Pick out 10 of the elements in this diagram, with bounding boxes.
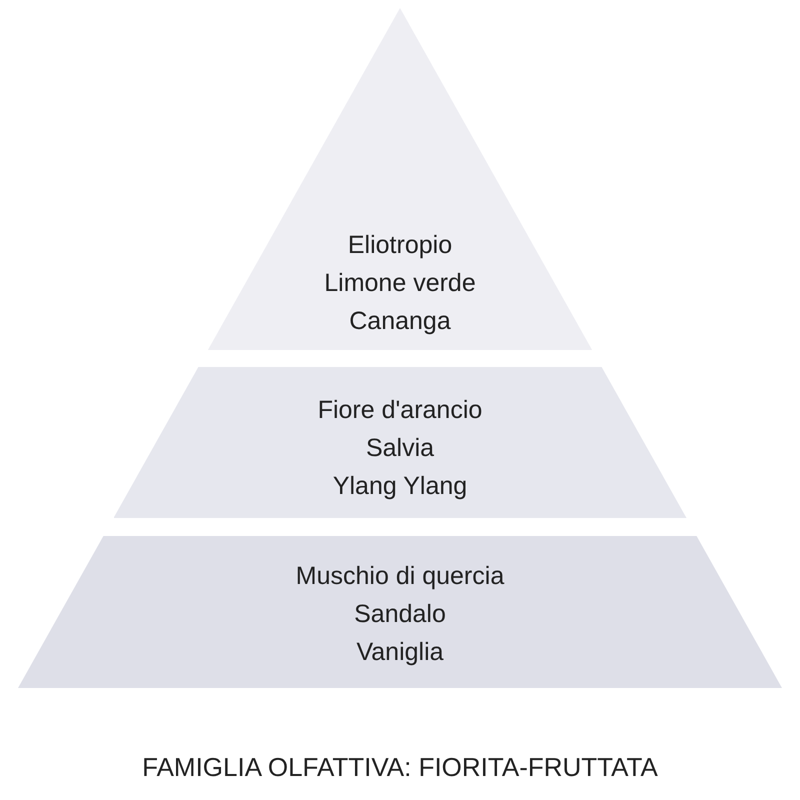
note-label: Fiore d'arancio: [318, 395, 482, 426]
caption: FAMIGLIA OLFATTIVA: FIORITA-FRUTTATA: [142, 752, 658, 783]
note-label: Salvia: [366, 433, 434, 464]
note-label: Muschio di quercia: [296, 561, 504, 592]
note-label: Eliotropio: [348, 230, 452, 261]
note-label: Vaniglia: [356, 637, 444, 668]
note-label: Limone verde: [324, 268, 476, 299]
note-label: Ylang Ylang: [332, 471, 468, 502]
note-label: Cananga: [349, 306, 451, 337]
note-label: Sandalo: [354, 599, 446, 630]
